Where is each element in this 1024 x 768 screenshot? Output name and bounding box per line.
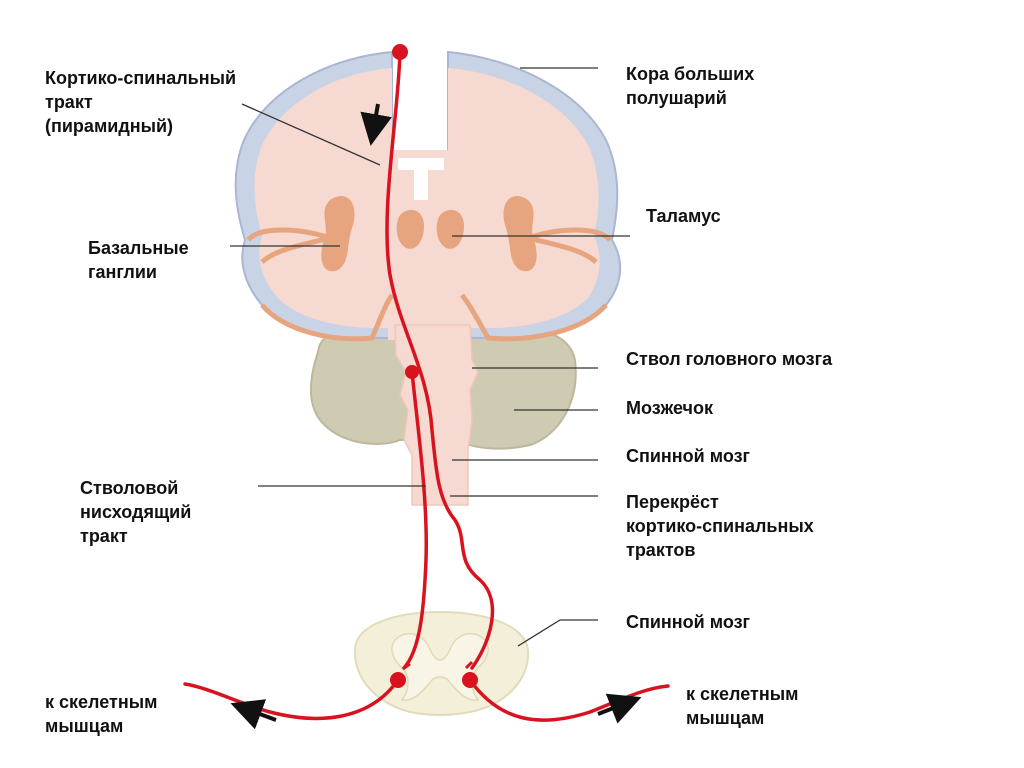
- leader-corticospinal: [241, 103, 381, 166]
- label-cortex: Кора больших полушарий: [626, 64, 755, 108]
- left-muscle-direction-arrow: [230, 699, 277, 730]
- label-muscles-left: к скелетным мышцам: [45, 692, 158, 736]
- thalamus-right: [436, 209, 464, 249]
- left-hemisphere-tissue: [254, 68, 392, 328]
- leader-spinal-cord-lower: [517, 619, 598, 647]
- right-lower-fold: [460, 293, 608, 342]
- label-spinal-cord-upper: Спинной мозг: [626, 446, 751, 466]
- left-motor-nerve[interactable]: [183, 678, 400, 721]
- cortex-neuron-dot: [392, 44, 408, 60]
- white-matter-band: [398, 158, 444, 200]
- right-muscle-direction-arrow: [597, 693, 642, 724]
- label-muscles-right: к скелетным мышцам: [686, 684, 799, 728]
- label-brainstem-descending-tract: Стволовой нисходящий тракт: [80, 478, 192, 546]
- label-brainstem: Ствол головного мозга: [626, 349, 833, 369]
- basal-ganglia-left: [321, 196, 355, 272]
- label-corticospinal-tract: Кортико-спинальный тракт (пирамидный): [45, 68, 237, 136]
- right-motor-nerve[interactable]: [468, 678, 670, 722]
- thalamus-left: [396, 209, 424, 249]
- label-thalamus: Таламус: [646, 206, 721, 226]
- synapse-left: [403, 662, 411, 670]
- brainstem-descending-tract[interactable]: [402, 370, 429, 670]
- brainstem-neuron-dot: [405, 365, 419, 379]
- label-spinal-cord-lower: Спинной мозг: [626, 612, 751, 632]
- descending-direction-arrow: [360, 103, 392, 146]
- label-cerebellum: Мозжечок: [626, 398, 714, 418]
- synapse-right: [464, 660, 474, 670]
- corticospinal-tract[interactable]: [385, 50, 495, 670]
- basal-ganglia-right: [503, 196, 537, 272]
- left-lower-fold: [260, 293, 395, 342]
- label-basal-ganglia: Базальные ганглии: [88, 238, 189, 282]
- spinal-neuron-right-dot: [462, 672, 478, 688]
- spinal-neuron-left-dot: [390, 672, 406, 688]
- label-decussation: Перекрёст кортико-спинальных трактов: [626, 492, 814, 560]
